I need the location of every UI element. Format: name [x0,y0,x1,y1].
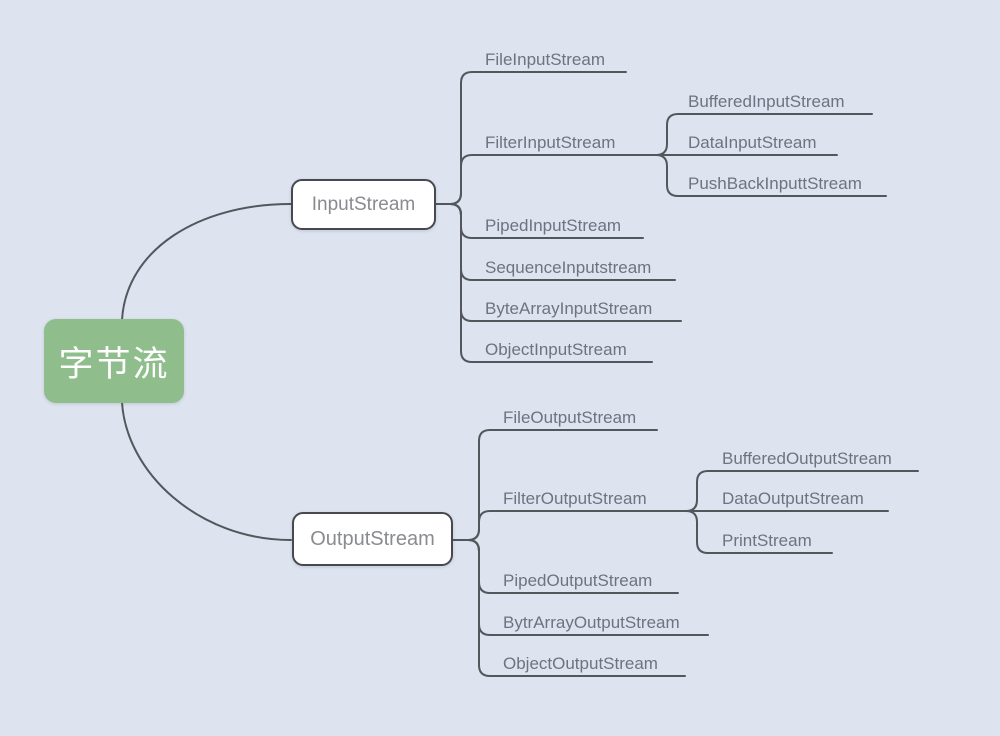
node-objectoutputstream[interactable]: ObjectOutputStream [503,654,658,673]
connector-filterinputstream [435,154,838,205]
connector-objectoutputstream [452,539,686,677]
node-objectinputstream[interactable]: ObjectInputStream [485,340,627,359]
connector-bufferedoutputstream [659,470,919,512]
connector-fileoutputstream [452,429,658,541]
connector-objectinputstream [435,203,653,363]
node-bufferedinputstream[interactable]: BufferedInputStream [688,92,845,111]
node-fileoutputstream[interactable]: FileOutputStream [503,408,637,427]
root-node-byte-stream[interactable]: 字节流 [44,319,184,403]
connector-bufferedinputstream [639,113,873,156]
node-inputstream-label: InputStream [311,193,416,215]
connector-filteroutputstream [452,510,889,541]
node-bytrarrayoutputstream[interactable]: BytrArrayOutputStream [503,613,680,632]
node-inputstream[interactable]: InputStream [291,179,436,230]
node-bytearrayinputstream[interactable]: ByteArrayInputStream [485,299,653,318]
node-pipedoutputstream[interactable]: PipedOutputStream [503,571,653,590]
node-pushbackinputstream[interactable]: PushBackInputtStream [688,174,862,193]
node-outputstream[interactable]: OutputStream [292,512,453,566]
node-printstream[interactable]: PrintStream [722,531,812,550]
root-node-label: 字节流 [58,344,170,384]
connector-pushbackinputstream [639,154,887,197]
node-sequenceinputstream[interactable]: SequenceInputstream [485,258,652,277]
node-pipedinputstream[interactable]: PipedInputStream [485,216,622,235]
connector-printstream [659,510,833,554]
node-filterinputstream[interactable]: FilterInputStream [485,133,616,152]
connector-root-inputstream [121,203,292,321]
node-fileinputstream[interactable]: FileInputStream [485,50,605,69]
node-datainputstream[interactable]: DataInputStream [688,133,817,152]
node-outputstream-label: OutputStream [310,527,435,550]
node-bufferedoutputstream[interactable]: BufferedOutputStream [722,449,892,468]
connector-root-outputstream [121,401,292,541]
node-filteroutputstream[interactable]: FilterOutputStream [503,489,647,508]
node-dataoutputstream[interactable]: DataOutputStream [722,489,864,508]
